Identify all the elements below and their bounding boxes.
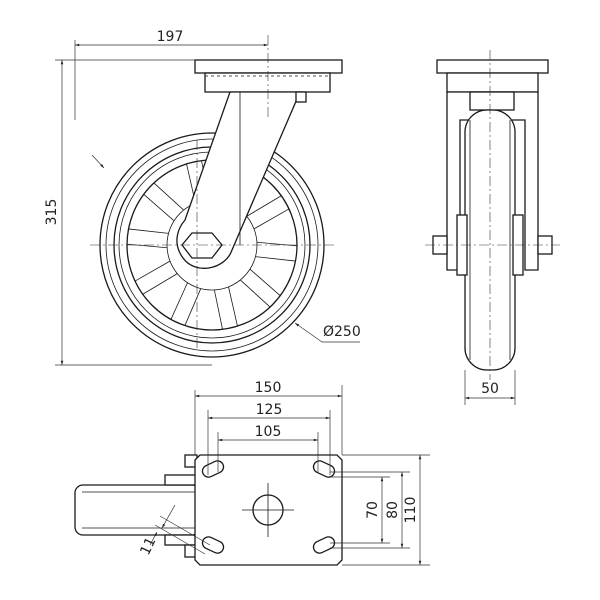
wheel-spoke-edge [134,260,171,282]
wheel-spoke-edge [213,289,223,330]
wheel-spoke-edge [228,286,238,327]
dim-110: 110 [403,497,419,524]
wheel-spoke-edge [255,256,296,262]
wheel-spoke-edge [143,194,175,222]
wheel-spoke-edge [170,282,188,320]
dim-70: 70 [365,501,381,519]
mounting-slots [201,460,336,554]
wheel-spoke-edge [246,195,282,217]
dim-125: 125 [256,402,283,418]
wheel-spoke-edge [153,182,184,211]
fork [176,91,307,269]
dim-197: 197 [157,29,184,45]
wheel-spoke-edge [249,268,281,296]
dim-50: 50 [481,381,499,397]
wheel-spoke-edge [240,279,271,308]
front-view [425,50,560,405]
wheel-spoke-edge [142,273,178,295]
dim-150: 150 [255,380,282,396]
wheel-spoke-edge [128,228,169,234]
side-view [55,35,360,366]
wheel-spoke-edge [256,241,298,247]
wheel-spoke-edge [253,208,290,230]
dim-105: 105 [255,424,282,440]
dim-315: 315 [44,199,60,226]
dim-80: 80 [385,501,401,519]
bottom-view [74,385,430,566]
dim-diameter-250: Ø250 [323,324,361,340]
wheel-spoke-edge [126,243,168,249]
wheel-spoke-edge [184,288,202,326]
dim-11: 11 [137,535,159,558]
